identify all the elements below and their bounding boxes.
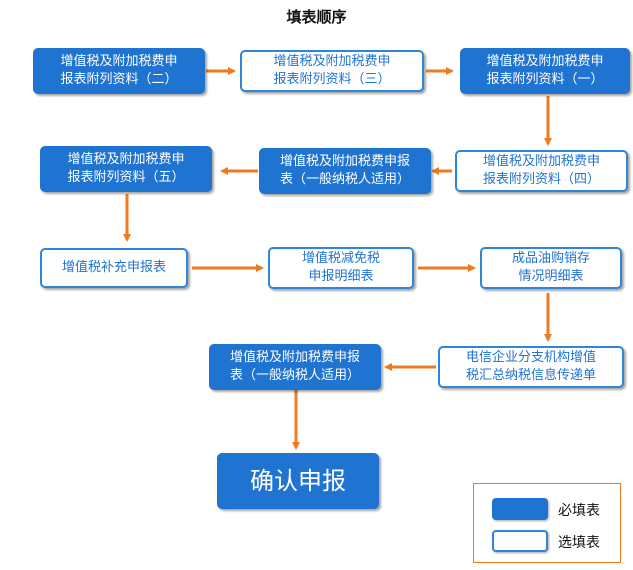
node-line: 报表附列资料（一） <box>486 72 604 87</box>
node-line: 表（一般纳税人适用） <box>229 368 360 383</box>
node-line: 增值税及附加税费申 <box>273 54 391 69</box>
node-line: 报表附列资料（二） <box>60 72 178 87</box>
legend-required-swatch <box>492 498 548 520</box>
node-attachment-5: 增值税及附加税费申报表附列资料（五） <box>40 146 212 192</box>
node-attachment-1: 增值税及附加税费申报表附列资料（一） <box>460 48 630 94</box>
node-telecom-transfer: 电信企业分支机构增值税汇总纳税信息传递单 <box>438 346 624 388</box>
node-main-return: 增值税及附加税费申报表（一般纳税人适用） <box>259 148 431 194</box>
legend-optional-label: 选填表 <box>558 535 600 551</box>
node-line: 表（一般纳税人适用） <box>279 172 410 187</box>
node-line: 增值税及附加税费申 <box>60 54 178 69</box>
node-line: 增值税及附加税费申报 <box>229 350 360 365</box>
legend-optional-swatch <box>492 530 548 552</box>
node-attachment-2: 增值税及附加税费申报表附列资料（二） <box>33 48 205 94</box>
node-line: 电信企业分支机构增值 <box>465 350 596 365</box>
node-line: 增值税减免税 <box>301 251 380 266</box>
node-line: 增值税补充申报表 <box>61 260 166 275</box>
node-attachment-3: 增值税及附加税费申报表附列资料（三） <box>240 50 424 92</box>
diagram-title: 填表顺序 <box>286 8 347 26</box>
node-line: 增值税及附加税费申 <box>482 154 600 169</box>
node-exemption-detail: 增值税减免税申报明细表 <box>268 247 414 289</box>
node-line: 税汇总纳税信息传递单 <box>465 368 596 383</box>
legend-required-label: 必填表 <box>558 503 600 519</box>
node-line: 报表附列资料（三） <box>273 72 391 87</box>
node-line: 增值税及附加税费申 <box>486 54 604 69</box>
legend: 必填表 选填表 <box>473 483 621 563</box>
node-supplementary-return: 增值税补充申报表 <box>40 248 188 288</box>
node-line: 报表附列资料（五） <box>67 170 185 185</box>
node-oil-detail: 成品油购销存情况明细表 <box>480 247 622 289</box>
confirm-filing-node: 确认申报 <box>217 453 379 509</box>
node-line: 增值税及附加税费申报 <box>279 154 410 169</box>
node-line: 申报明细表 <box>308 269 374 284</box>
node-line: 成品油购销存 <box>511 251 590 266</box>
node-line: 增值税及附加税费申 <box>67 152 185 167</box>
node-line: 情况明细表 <box>518 269 584 284</box>
node-line: 报表附列资料（四） <box>482 172 600 187</box>
node-line: 确认申报 <box>250 467 346 495</box>
node-main-return-final: 增值税及附加税费申报表（一般纳税人适用） <box>209 344 381 390</box>
node-attachment-4: 增值税及附加税费申报表附列资料（四） <box>455 150 628 192</box>
